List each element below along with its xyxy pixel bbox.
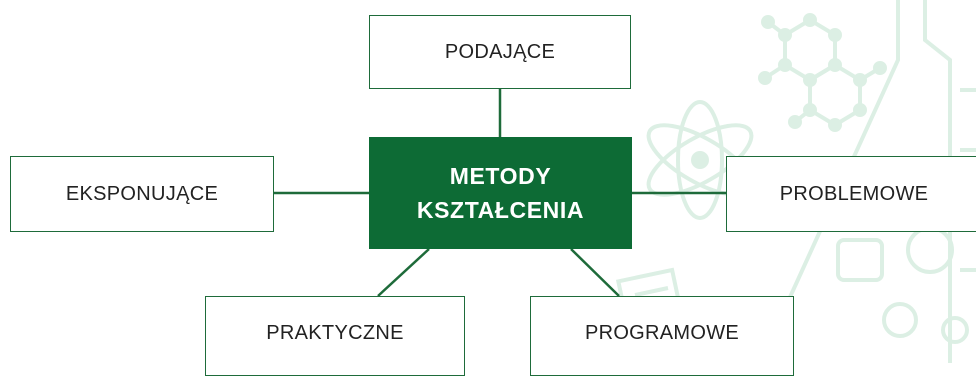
node-eksponujace: EKSPONUJĄCE (10, 156, 274, 232)
node-label: PRAKTYCZNE (266, 321, 404, 344)
node-label: PROBLEMOWE (779, 182, 929, 205)
node-problemowe: PROBLEMOWE (726, 156, 976, 232)
connector-bottom-left (377, 248, 430, 297)
center-title-line1: METODY (449, 163, 552, 189)
connector-bottom-right (570, 248, 620, 297)
center-node-metody-ksztalcenia: METODY KSZTAŁCENIA (369, 137, 632, 249)
node-label: PODAJĄCE (444, 40, 556, 63)
connector-lines (274, 89, 726, 297)
node-label: EKSPONUJĄCE (65, 182, 219, 205)
node-label: PROGRAMOWE (584, 321, 740, 344)
center-title-line2: KSZTAŁCENIA (416, 197, 585, 223)
node-praktyczne: PRAKTYCZNE (205, 296, 465, 376)
node-podajace: PODAJĄCE (369, 15, 631, 89)
node-programowe: PROGRAMOWE (530, 296, 794, 376)
